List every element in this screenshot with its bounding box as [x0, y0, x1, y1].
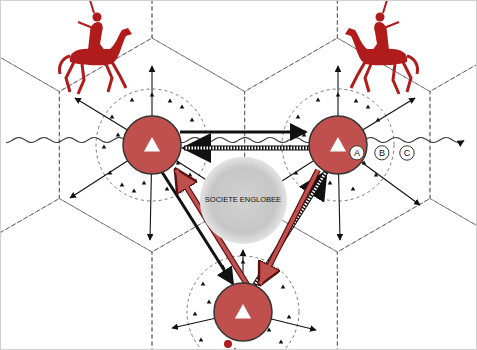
settlement-triangle	[199, 337, 204, 341]
settlement-triangle	[366, 104, 371, 108]
settlement-triangle	[142, 180, 147, 184]
settlement-triangle	[296, 114, 301, 118]
circled-letter: A	[349, 145, 365, 161]
settlement-triangle	[351, 186, 356, 190]
circled-letter: C	[399, 145, 415, 161]
settlement-triangle	[287, 314, 292, 318]
settlement-triangle	[120, 182, 125, 186]
settlement-triangle	[190, 117, 195, 121]
hex-cell	[0, 38, 59, 252]
settlement-triangle	[165, 186, 170, 190]
exchange-arrows	[162, 132, 326, 286]
horseman-figures	[59, 0, 417, 94]
settlement-triangle	[233, 347, 238, 350]
settlement-triangle	[207, 299, 212, 303]
river-line	[6, 138, 464, 143]
node-circle	[400, 146, 414, 160]
settlement-triangle	[168, 98, 173, 102]
settlement-triangle	[271, 271, 276, 275]
settlement-triangle	[316, 97, 321, 101]
centre-triangle	[235, 304, 251, 318]
exchange-arrow	[180, 131, 306, 134]
settlement-triangle	[110, 114, 115, 118]
society-circle: SOCIETE ENGLOBEE	[199, 156, 288, 245]
region-label: SOCIETE ENGLOBEE	[205, 195, 281, 204]
settlement-triangle	[188, 172, 193, 176]
hex-cell	[337, 199, 477, 350]
settlement-triangle	[130, 97, 135, 101]
settlement-triangle	[281, 284, 286, 288]
settlement-triangle	[180, 104, 185, 108]
influence-zones	[96, 89, 394, 350]
outward-arrow	[338, 145, 420, 205]
node-circle	[350, 146, 364, 160]
horseman-figure	[345, 0, 418, 94]
centre-circle	[309, 116, 367, 174]
settlement-triangle	[132, 188, 137, 192]
callout-letter: C	[404, 148, 411, 158]
settlement-triangle	[201, 281, 206, 285]
settlement-triangle	[279, 339, 284, 343]
horseman-figure	[59, 0, 132, 94]
red-dot	[224, 340, 232, 348]
centre-circle	[123, 116, 181, 174]
settlement-triangle	[354, 98, 359, 102]
centre-triangle	[330, 137, 346, 151]
settlement-triangle	[318, 188, 323, 192]
centre-circle	[214, 283, 272, 341]
settlement-triangle	[102, 144, 107, 148]
centre-circles	[123, 116, 367, 348]
hex-cell	[337, 0, 477, 92]
settlement-triangle	[193, 311, 198, 315]
settlement-triangle	[116, 132, 121, 136]
hex-cell	[430, 38, 477, 252]
hex-cell	[0, 0, 152, 92]
callout-letter: A	[354, 148, 360, 158]
callout-letter: B	[379, 148, 385, 158]
node-circle	[199, 156, 286, 243]
hex-cell	[152, 0, 337, 92]
node-circle	[375, 146, 389, 160]
exchange-arrow	[184, 146, 310, 151]
exchange-stripe	[184, 147, 310, 150]
hex-cell	[0, 199, 152, 350]
settlement-triangle	[328, 180, 333, 184]
circled-letter: B	[374, 145, 390, 161]
centre-triangle	[144, 137, 160, 151]
river-line	[6, 138, 464, 143]
